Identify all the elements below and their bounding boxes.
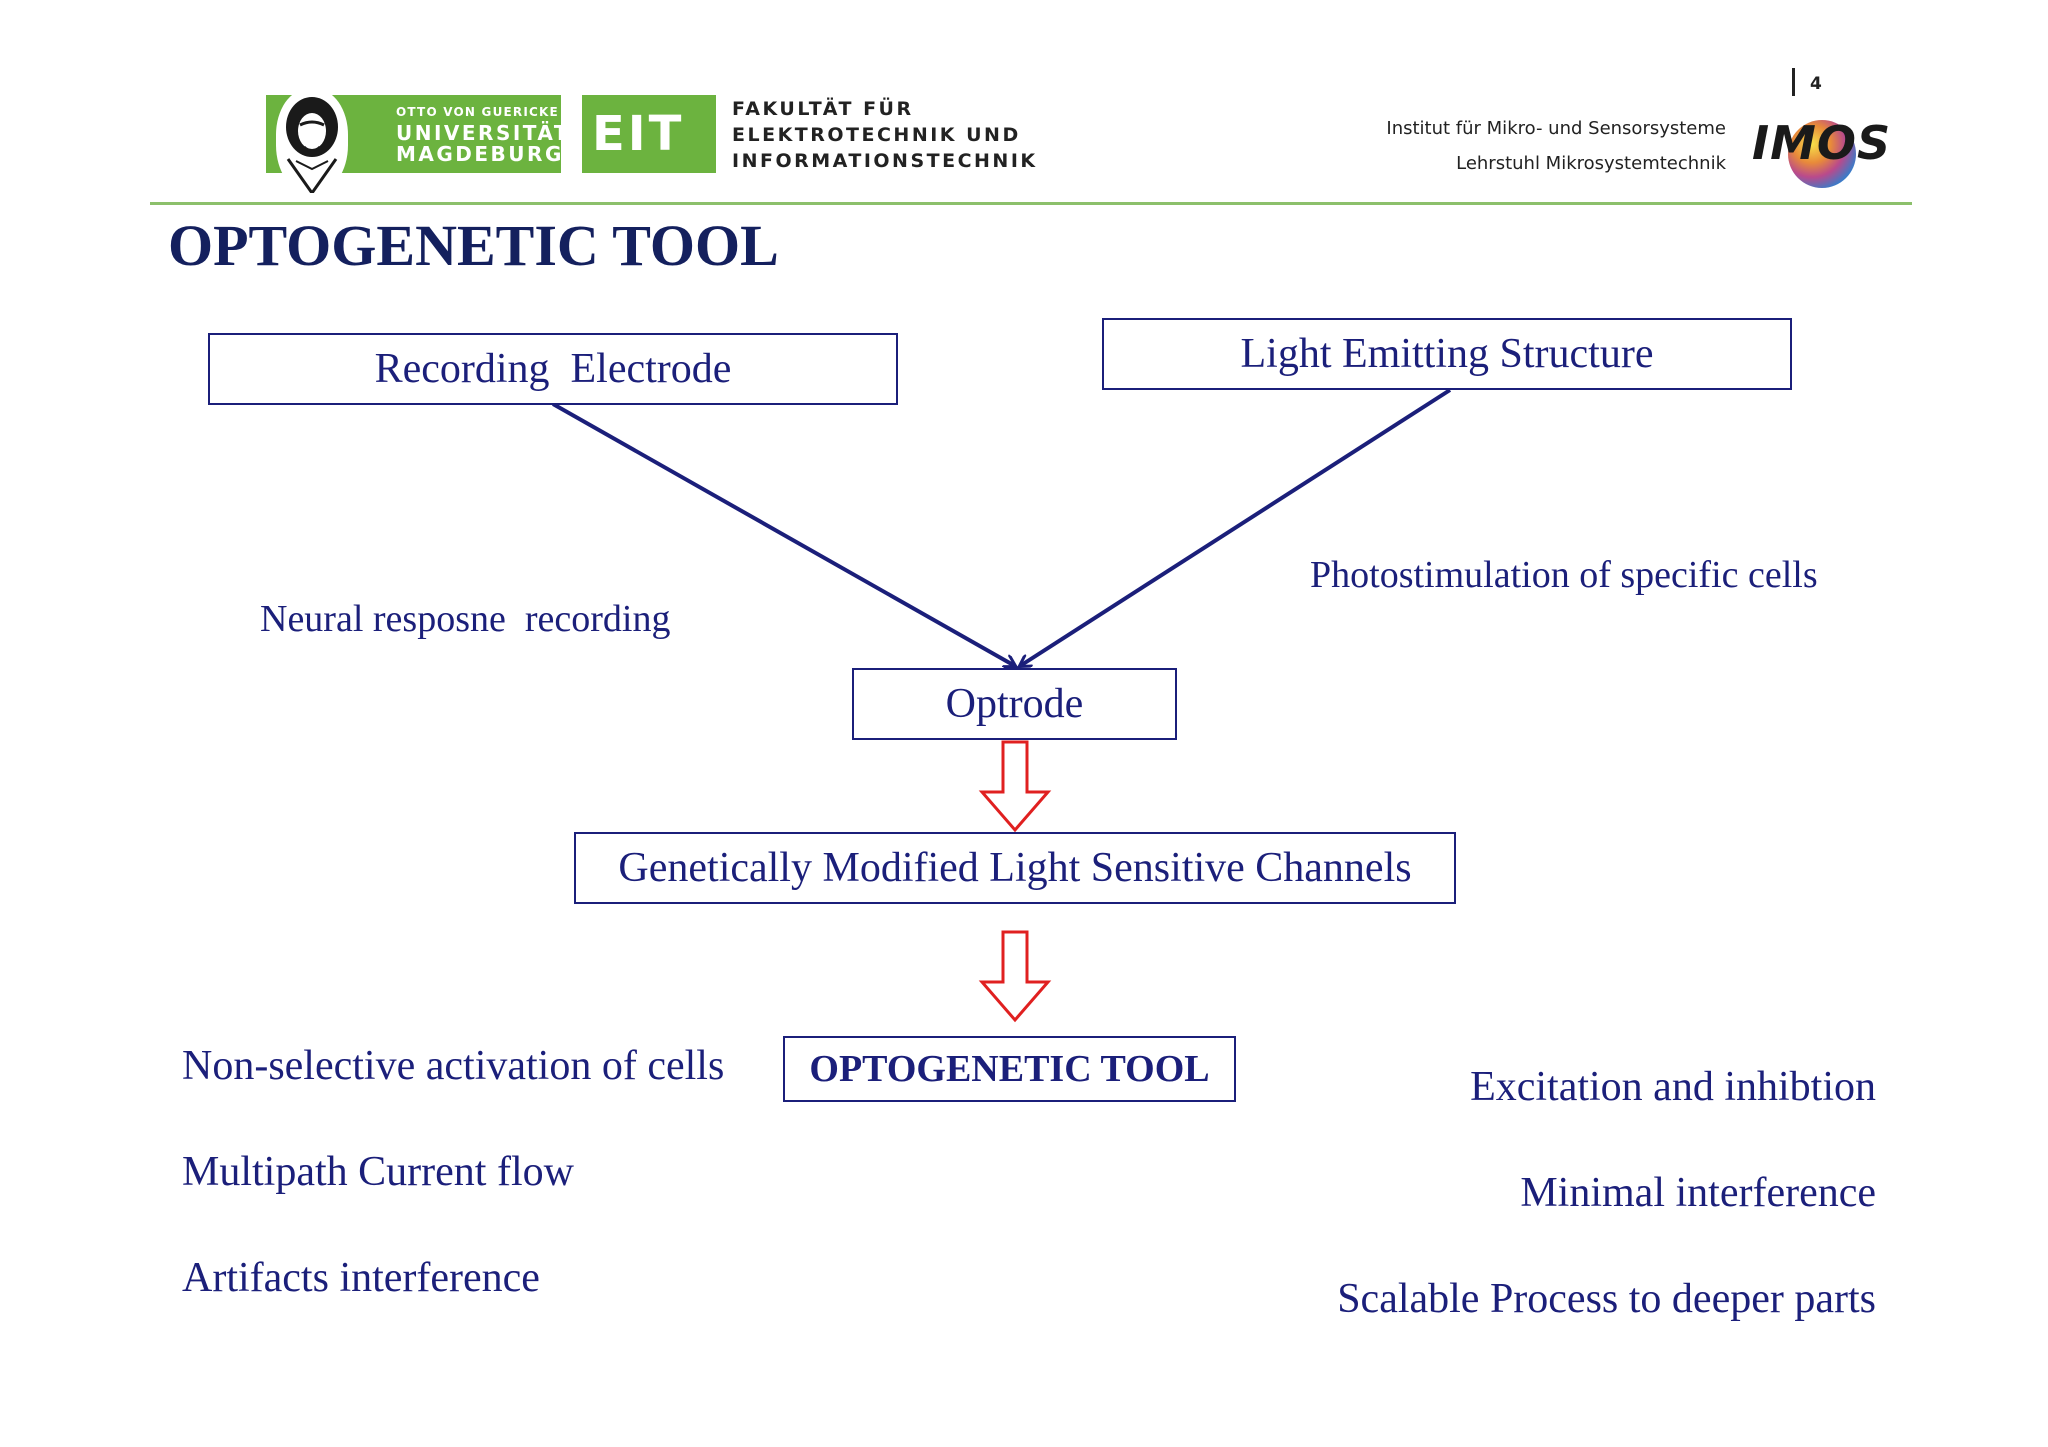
faculty-line1: FAKULTÄT FÜR [732,98,914,120]
optrode-label: Optrode [945,681,1084,727]
ovgu-line1: UNIVERSITÄT [396,121,570,145]
page-number: 4 [1810,74,1822,94]
imos-logo: IMOS [1752,112,1892,192]
chair-name: Lehrstuhl Mikrosystemtechnik [1456,153,1726,174]
ovgu-small-text: OTTO VON GUERICKE [396,105,559,119]
left-point-1: Non-selective activation of cells [182,1043,725,1089]
institute-name: Institut für Mikro- und Sensorsysteme [1386,118,1726,139]
recording-electrode-label: Recording Electrode [374,346,732,392]
header-rule [150,202,1912,205]
optogenetic-tool-box: OPTOGENETIC TOOL [783,1036,1236,1102]
faculty-line2: ELEKTROTECHNIK UND [732,124,1021,146]
ovgu-name: UNIVERSITÄT MAGDEBURG [396,123,570,165]
slide-title: OPTOGENETIC TOOL [168,213,779,278]
arrow-channels-to-tool [978,930,1052,1023]
eit-text: EIT [592,106,685,162]
arrow-optrode-to-channels [978,740,1052,833]
light-emitting-structure-box: Light Emitting Structure [1102,318,1792,390]
light-emitting-structure-label: Light Emitting Structure [1240,331,1654,377]
channels-box: Genetically Modified Light Sensitive Cha… [574,832,1456,904]
photostimulation-label: Photostimulation of specific cells [1310,554,1818,596]
arrow-light-to-optrode [1020,388,1452,666]
left-point-3: Artifacts interference [182,1255,540,1301]
right-point-1: Excitation and inhibtion [1470,1064,1876,1110]
optrode-box: Optrode [852,668,1177,740]
neural-recording-label: Neural resposne recording [260,598,671,640]
guericke-portrait-icon [276,89,348,193]
left-point-2: Multipath Current flow [182,1149,574,1195]
ovgu-line2: MAGDEBURG [396,142,564,166]
arrow-recording-to-optrode [552,402,1015,666]
imos-color-sphere-icon [1788,120,1856,188]
right-point-2: Minimal interference [1520,1170,1876,1216]
page-number-bar [1792,68,1795,96]
imos-text: IMOS [1752,116,1892,170]
ovgu-logo: OTTO VON GUERICKE UNIVERSITÄT MAGDEBURG [266,89,567,193]
faculty-name: FAKULTÄT FÜR ELEKTROTECHNIK UND INFORMAT… [732,96,1038,174]
right-point-3: Scalable Process to deeper parts [1337,1276,1876,1322]
eit-logo: EIT [582,95,716,173]
optogenetic-tool-label: OPTOGENETIC TOOL [809,1048,1210,1090]
recording-electrode-box: Recording Electrode [208,333,898,405]
faculty-line3: INFORMATIONSTECHNIK [732,150,1038,172]
channels-label: Genetically Modified Light Sensitive Cha… [618,845,1412,891]
